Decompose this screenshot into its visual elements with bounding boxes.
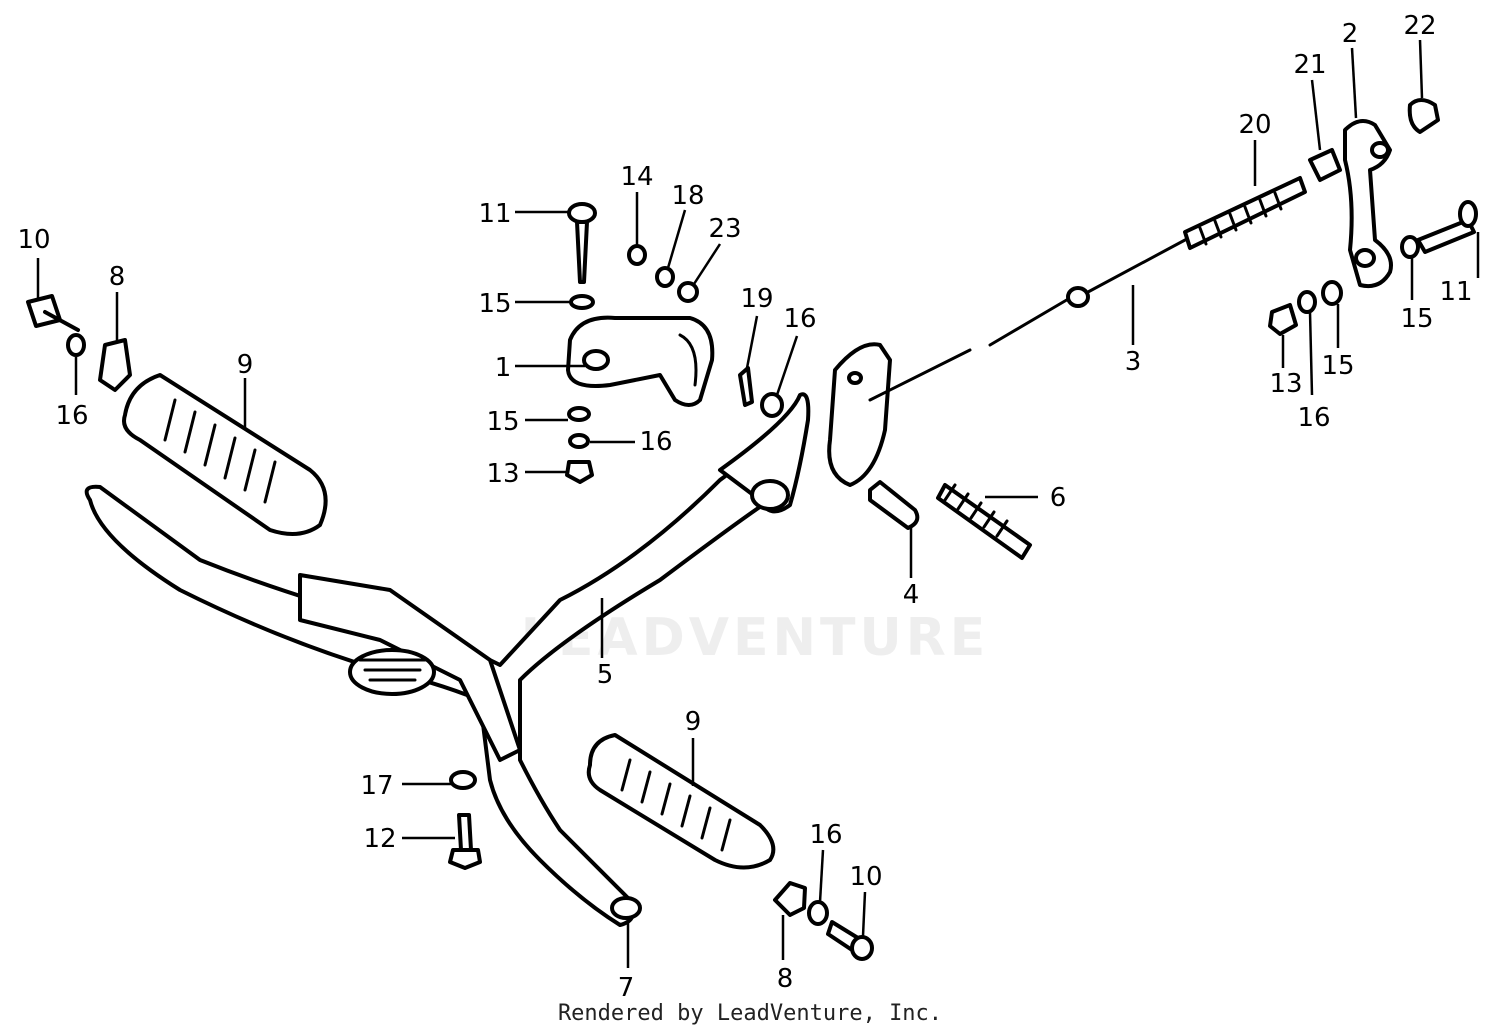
callout-labels: 10 8 16 9 11 15 1 15 16 13 14 18 23 19 1… xyxy=(17,11,1472,1003)
callout-15-upper: 15 xyxy=(478,289,511,319)
callout-12: 12 xyxy=(363,824,396,854)
callout-15-lower: 15 xyxy=(486,407,519,437)
callout-17: 17 xyxy=(360,771,393,801)
brake-rod xyxy=(827,238,1187,487)
callout-20: 20 xyxy=(1238,110,1271,140)
callout-15-right: 15 xyxy=(1400,304,1433,334)
hardware-left xyxy=(26,294,132,392)
bracket-part-1 xyxy=(566,315,715,407)
footpeg-rubber-right xyxy=(586,733,776,870)
callout-8-lower: 8 xyxy=(777,964,794,994)
leader-lines xyxy=(36,39,1480,968)
callout-16-mid: 16 xyxy=(783,304,816,334)
callout-8-left: 8 xyxy=(109,262,126,292)
callout-16-left: 16 xyxy=(55,401,88,431)
callout-19: 19 xyxy=(740,284,773,314)
callout-7: 7 xyxy=(618,973,635,1003)
hardware-right xyxy=(1268,200,1478,336)
callout-9-left: 9 xyxy=(237,350,254,380)
callout-16-lower: 16 xyxy=(809,820,842,850)
rod-spring xyxy=(1183,176,1307,250)
footpeg-rubber-left xyxy=(122,373,328,536)
callout-4: 4 xyxy=(903,580,920,610)
callout-3: 3 xyxy=(1125,347,1142,377)
callout-2: 2 xyxy=(1342,19,1359,49)
callout-5: 5 xyxy=(597,660,614,690)
callout-10-lower: 10 xyxy=(849,862,882,892)
pin-and-spring xyxy=(868,480,1032,560)
footer-credit: Rendered by LeadVenture, Inc. xyxy=(557,1001,943,1026)
callout-11-right: 11 xyxy=(1439,277,1472,307)
callout-13-right: 13 xyxy=(1269,369,1302,399)
callout-23: 23 xyxy=(708,214,741,244)
callout-6: 6 xyxy=(1050,483,1067,513)
callout-21: 21 xyxy=(1293,50,1326,80)
footpeg-bar xyxy=(84,392,811,927)
callout-16-bracket: 16 xyxy=(639,427,672,457)
callout-9-right: 9 xyxy=(685,707,702,737)
callout-15-right-2: 15 xyxy=(1321,351,1354,381)
hardware-bracket xyxy=(565,202,784,484)
callout-16-right: 16 xyxy=(1297,403,1330,433)
brake-arm xyxy=(1308,98,1440,289)
callout-1: 1 xyxy=(495,353,512,383)
hardware-lower xyxy=(448,770,874,961)
callout-22: 22 xyxy=(1403,11,1436,41)
callout-11-bracket: 11 xyxy=(478,199,511,229)
callout-10-left: 10 xyxy=(17,225,50,255)
callout-13-bracket: 13 xyxy=(486,459,519,489)
callout-14: 14 xyxy=(620,162,653,192)
callout-18: 18 xyxy=(671,181,704,211)
